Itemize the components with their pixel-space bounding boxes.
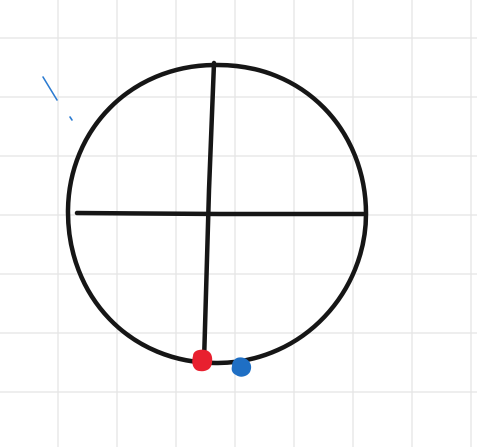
circle-outline xyxy=(65,62,369,366)
stray-blue-stroke-long xyxy=(42,76,58,101)
horizontal-diameter-line xyxy=(74,210,366,217)
hand-drawn-diagram xyxy=(65,60,369,366)
vertical-diameter-line xyxy=(201,60,217,365)
stray-blue-stroke-dot xyxy=(69,116,73,121)
blue-point-marker[interactable] xyxy=(231,357,252,377)
stray-blue-stroke xyxy=(42,76,73,121)
red-point-marker[interactable] xyxy=(192,349,213,372)
